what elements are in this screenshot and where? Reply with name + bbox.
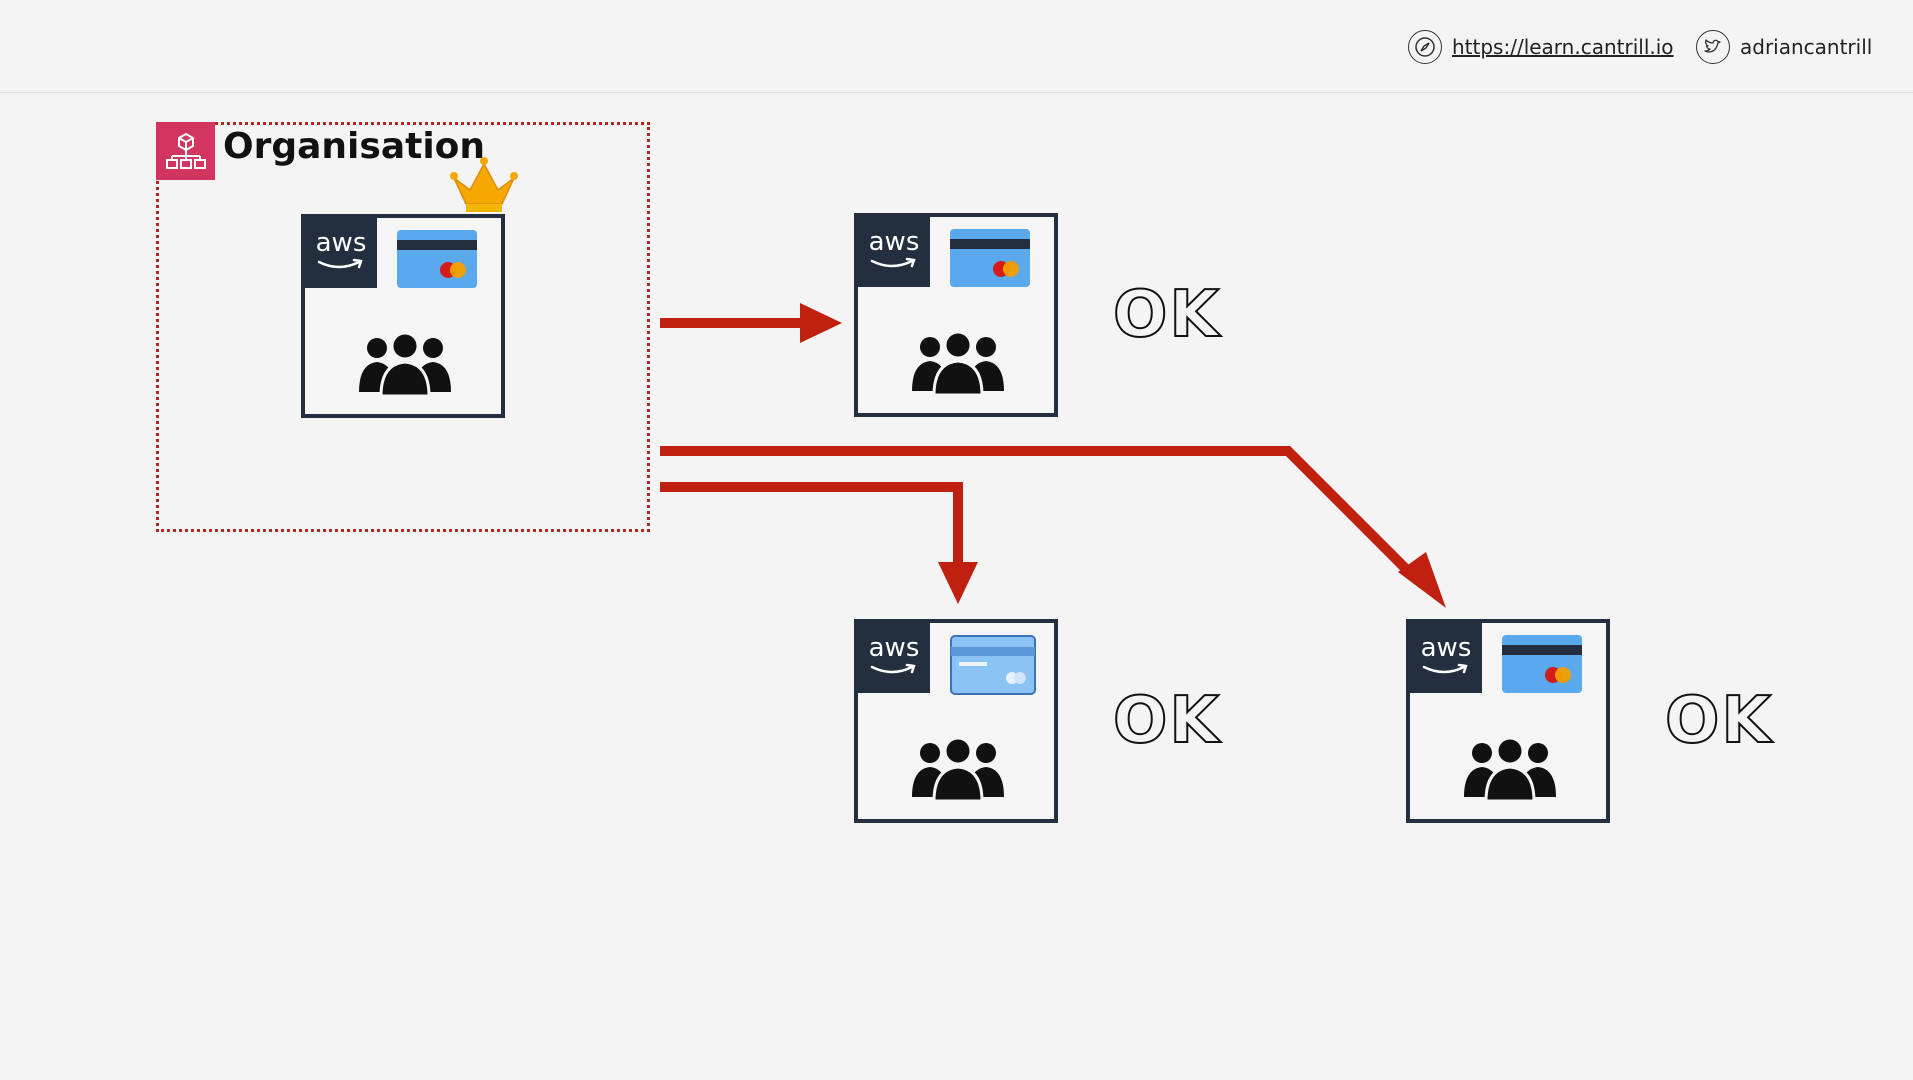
organisation-boundary xyxy=(156,122,650,532)
aws-logo: aws xyxy=(858,623,930,693)
aws-smile-icon xyxy=(870,257,916,268)
users-group-icon xyxy=(912,736,1004,801)
aws-logo-text: aws xyxy=(868,227,920,257)
member-account-1: aws xyxy=(854,213,1058,417)
aws-logo: aws xyxy=(858,217,930,287)
aws-logo: aws xyxy=(305,218,377,288)
management-account: aws xyxy=(301,214,505,418)
users-group-icon xyxy=(1464,736,1556,801)
member-account-3: aws xyxy=(1406,619,1610,823)
credit-card-icon xyxy=(950,229,1030,291)
compass-icon xyxy=(1408,30,1442,64)
status-ok-member-1: OK xyxy=(1112,277,1221,353)
aws-smile-icon xyxy=(870,663,916,674)
crown-icon xyxy=(450,157,518,212)
org-hierarchy-icon xyxy=(156,122,215,180)
aws-smile-icon xyxy=(317,258,363,269)
website-link[interactable]: https://learn.cantrill.io xyxy=(1408,28,1674,66)
aws-smile-icon xyxy=(1422,663,1468,674)
users-group-icon xyxy=(359,331,451,396)
credit-card-icon xyxy=(397,230,477,292)
arrow-to-member-3 xyxy=(660,446,1446,608)
organisation-title: Organisation xyxy=(223,126,486,167)
credit-card-icon xyxy=(1502,635,1582,697)
arrow-to-member-1 xyxy=(660,303,842,343)
aws-logo-text: aws xyxy=(315,228,367,258)
users-group-icon xyxy=(912,330,1004,395)
twitter-bird-icon xyxy=(1696,30,1730,64)
status-ok-member-2: OK xyxy=(1112,683,1221,759)
aws-logo-text: aws xyxy=(1420,633,1472,663)
website-url[interactable]: https://learn.cantrill.io xyxy=(1452,35,1674,59)
credit-card-icon xyxy=(950,635,1036,699)
status-ok-member-3: OK xyxy=(1664,683,1773,759)
header-bar: https://learn.cantrill.io adriancantrill xyxy=(0,0,1913,93)
member-account-2: aws xyxy=(854,619,1058,823)
aws-logo-text: aws xyxy=(868,633,920,663)
aws-logo: aws xyxy=(1410,623,1482,693)
twitter-handle[interactable]: adriancantrill xyxy=(1740,35,1873,59)
arrow-to-member-2 xyxy=(660,482,978,604)
twitter-link[interactable]: adriancantrill xyxy=(1696,28,1872,66)
